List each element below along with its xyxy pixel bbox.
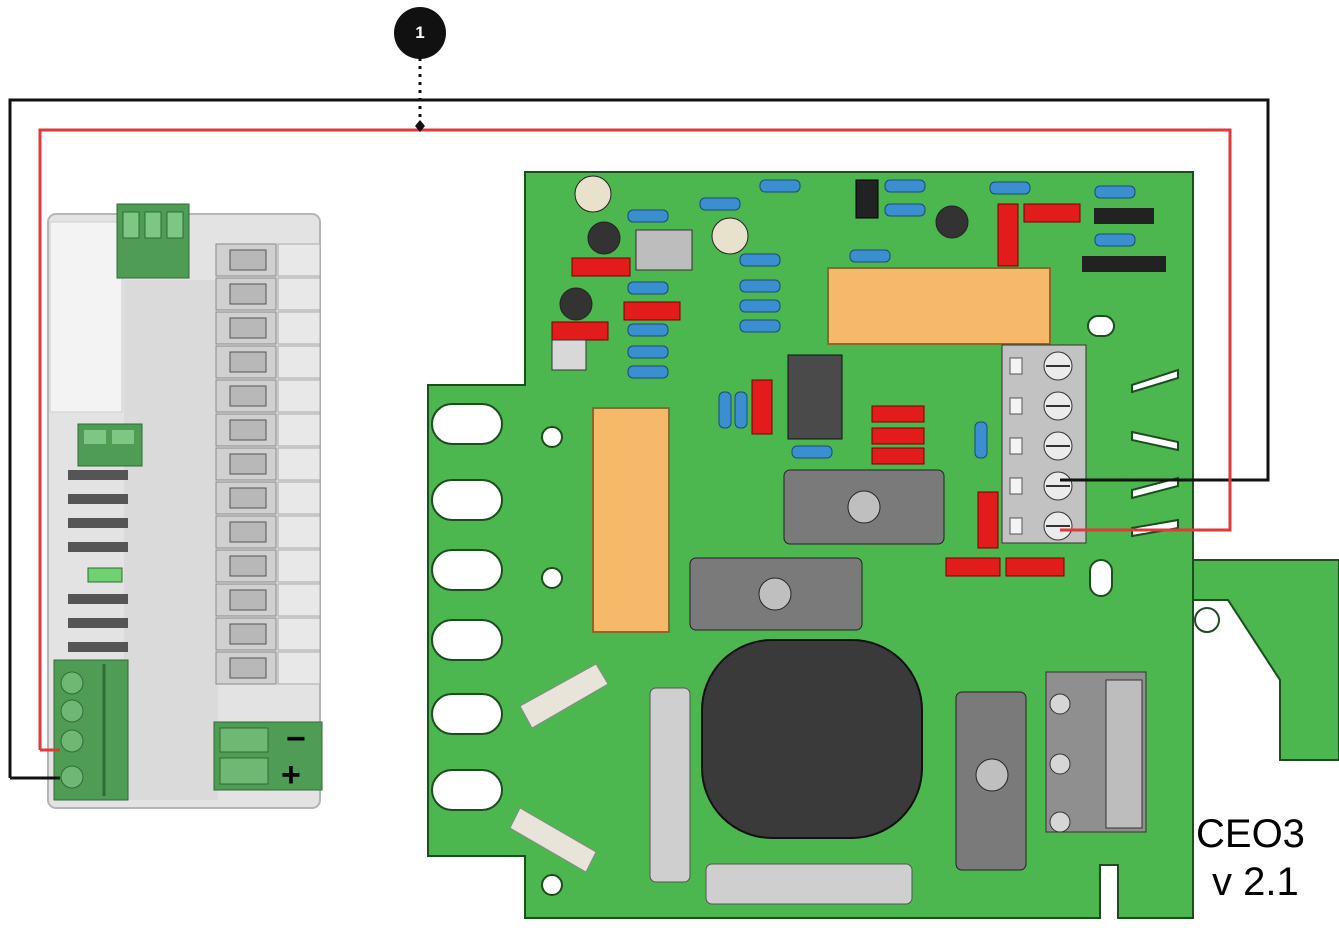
dip-switches bbox=[68, 470, 128, 652]
resistor bbox=[627, 345, 669, 359]
relay-top bbox=[827, 267, 1051, 345]
smd-component bbox=[945, 557, 1001, 577]
board-version: v 2.1 bbox=[1212, 860, 1299, 904]
smd-component bbox=[977, 491, 999, 549]
smd-component bbox=[571, 257, 631, 277]
capacitor bbox=[935, 205, 969, 239]
resistor bbox=[739, 253, 781, 267]
resistor bbox=[718, 391, 732, 429]
power-terminal bbox=[213, 721, 323, 791]
wire-input-terminal bbox=[53, 659, 129, 801]
resistor bbox=[759, 179, 801, 193]
resistor bbox=[739, 319, 781, 333]
ic-chip bbox=[787, 354, 843, 440]
resistor bbox=[849, 249, 891, 263]
resistor bbox=[627, 323, 669, 337]
callout-marker bbox=[394, 7, 446, 132]
resistor bbox=[699, 197, 741, 211]
black-wire bbox=[8, 98, 1270, 778]
fuse-holder bbox=[689, 469, 1027, 871]
smd-component bbox=[871, 405, 925, 423]
top-terminal-block bbox=[116, 203, 190, 279]
inductor bbox=[701, 639, 923, 839]
resistor bbox=[627, 365, 669, 379]
relay-left bbox=[592, 407, 670, 633]
callout-number: 1 bbox=[415, 23, 425, 42]
board-name: CEO3 bbox=[1196, 812, 1305, 856]
resistor bbox=[739, 299, 781, 313]
plus-sign: + bbox=[281, 756, 301, 794]
minus-sign: − bbox=[286, 720, 306, 758]
resistor bbox=[734, 391, 748, 429]
pcb-terminal-block bbox=[1001, 344, 1087, 544]
smd-component bbox=[997, 203, 1019, 267]
resistor bbox=[884, 179, 926, 193]
resistor bbox=[1094, 185, 1136, 199]
resistor bbox=[627, 281, 669, 295]
resistor bbox=[1094, 233, 1136, 247]
smd-component bbox=[871, 447, 925, 465]
module-terminal-strip bbox=[215, 243, 321, 685]
mid-terminal-block bbox=[77, 423, 143, 467]
smd-component bbox=[623, 301, 681, 321]
resistor bbox=[884, 203, 926, 217]
red-wire bbox=[38, 128, 1232, 750]
resistor bbox=[627, 209, 669, 223]
capacitor bbox=[711, 217, 749, 255]
smd-component bbox=[1005, 557, 1065, 577]
smd-component bbox=[551, 321, 609, 341]
resistor bbox=[739, 279, 781, 293]
pcb-board bbox=[427, 171, 1339, 919]
capacitor bbox=[587, 221, 621, 255]
resistor bbox=[989, 181, 1031, 195]
resistor bbox=[791, 445, 833, 459]
pcb-bottom-terminal bbox=[1045, 671, 1147, 833]
smd-component bbox=[871, 427, 925, 445]
smd-component bbox=[1023, 203, 1081, 223]
control-module bbox=[47, 203, 323, 809]
smd-component bbox=[751, 379, 773, 435]
capacitor bbox=[574, 175, 612, 213]
resistor bbox=[974, 421, 988, 459]
capacitor bbox=[559, 287, 593, 321]
